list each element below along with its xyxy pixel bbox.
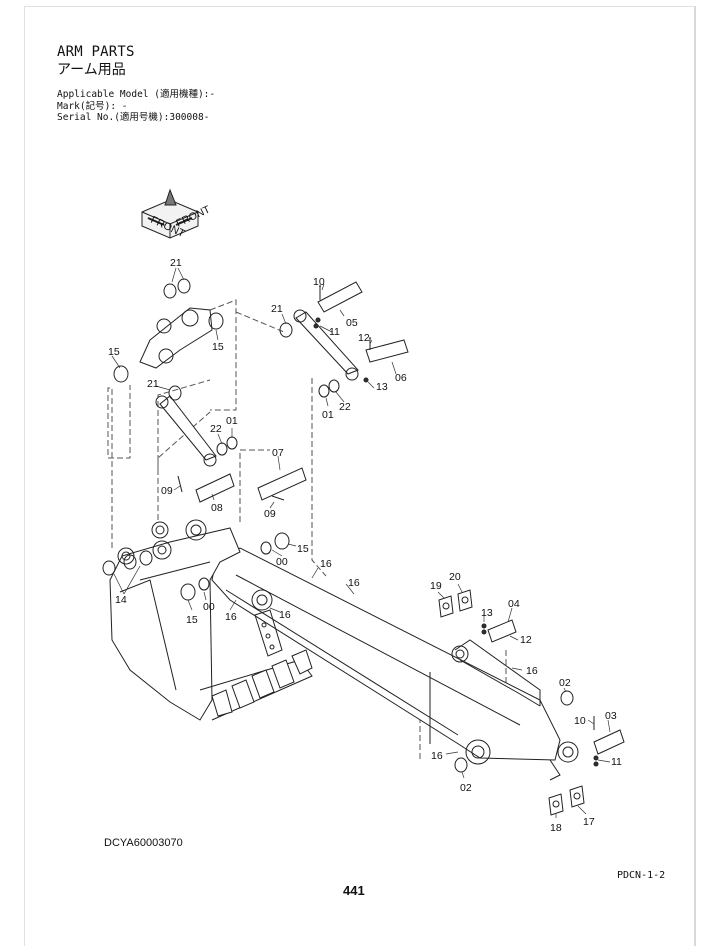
bolts	[177, 285, 599, 767]
shims	[438, 589, 585, 816]
callout-11: 11	[611, 756, 622, 768]
callout-21: 21	[147, 378, 159, 390]
serial-number: Serial No.(適用号機):300008-	[57, 112, 210, 123]
callout-10: 10	[313, 276, 325, 288]
callout-12: 12	[520, 634, 532, 646]
callout-15: 15	[212, 341, 224, 353]
callout-16: 16	[431, 750, 443, 762]
callout-10: 10	[574, 715, 586, 727]
page-title: ARM PARTS	[57, 44, 135, 60]
callout-22: 22	[210, 423, 222, 435]
callout-02: 02	[460, 782, 472, 794]
callout-20: 20	[449, 571, 461, 583]
callout-12: 12	[358, 332, 370, 344]
callout-15: 15	[186, 614, 198, 626]
callout-18: 18	[550, 822, 562, 834]
callout-19: 19	[430, 580, 442, 592]
callout-13: 13	[481, 607, 493, 619]
callout-16: 16	[348, 577, 360, 589]
model-info: Applicable Model (適用機種):- Mark(記号): - Se…	[57, 89, 215, 124]
callout-00: 00	[276, 556, 288, 568]
callout-00: 00	[203, 601, 215, 613]
page-number: 441	[343, 883, 365, 898]
callout-labels: 21 15 15 21 22 01 10 21 05 11 12 06 13 0…	[108, 257, 622, 834]
callout-07: 07	[272, 447, 284, 459]
callout-16: 16	[279, 609, 291, 621]
applicable-model: Applicable Model (適用機種):-	[57, 89, 216, 100]
drawing-code: DCYA60003070	[104, 837, 183, 849]
rings	[102, 278, 574, 773]
callout-06: 06	[395, 372, 407, 384]
callout-08: 08	[211, 502, 223, 514]
callout-17: 17	[583, 816, 595, 828]
callout-14: 14	[115, 594, 127, 606]
links	[139, 307, 359, 467]
callout-13: 13	[376, 381, 388, 393]
mark: Mark(記号): -	[57, 100, 128, 112]
callout-21: 21	[170, 257, 182, 269]
callout-03: 03	[605, 710, 617, 722]
callout-09: 09	[264, 508, 276, 520]
page-frame	[24, 6, 696, 946]
callout-16: 16	[526, 665, 538, 677]
callout-15: 15	[108, 346, 120, 358]
callout-16: 16	[320, 558, 332, 570]
page-header: ARM PARTS アーム用品	[57, 44, 135, 79]
callout-22: 22	[339, 401, 351, 413]
page-reference: PDCN-1-2	[617, 870, 666, 881]
callout-01: 01	[226, 415, 238, 427]
callout-21: 21	[271, 303, 283, 315]
page-title-japanese: アーム用品	[57, 62, 126, 78]
callout-16: 16	[225, 611, 237, 623]
parts-diagram: FRONT FRONT	[102, 188, 625, 834]
callout-02: 02	[559, 677, 571, 689]
callout-15: 15	[297, 543, 309, 555]
callout-09: 09	[161, 485, 173, 497]
callout-11: 11	[329, 326, 340, 338]
front-orientation-mark: FRONT FRONT	[141, 188, 213, 240]
leader-lines	[111, 267, 611, 818]
callout-05: 05	[346, 317, 358, 329]
pins	[195, 281, 625, 755]
callout-04: 04	[508, 598, 520, 610]
callout-01: 01	[322, 409, 334, 421]
arm-body	[211, 547, 579, 781]
bucket	[109, 519, 313, 721]
